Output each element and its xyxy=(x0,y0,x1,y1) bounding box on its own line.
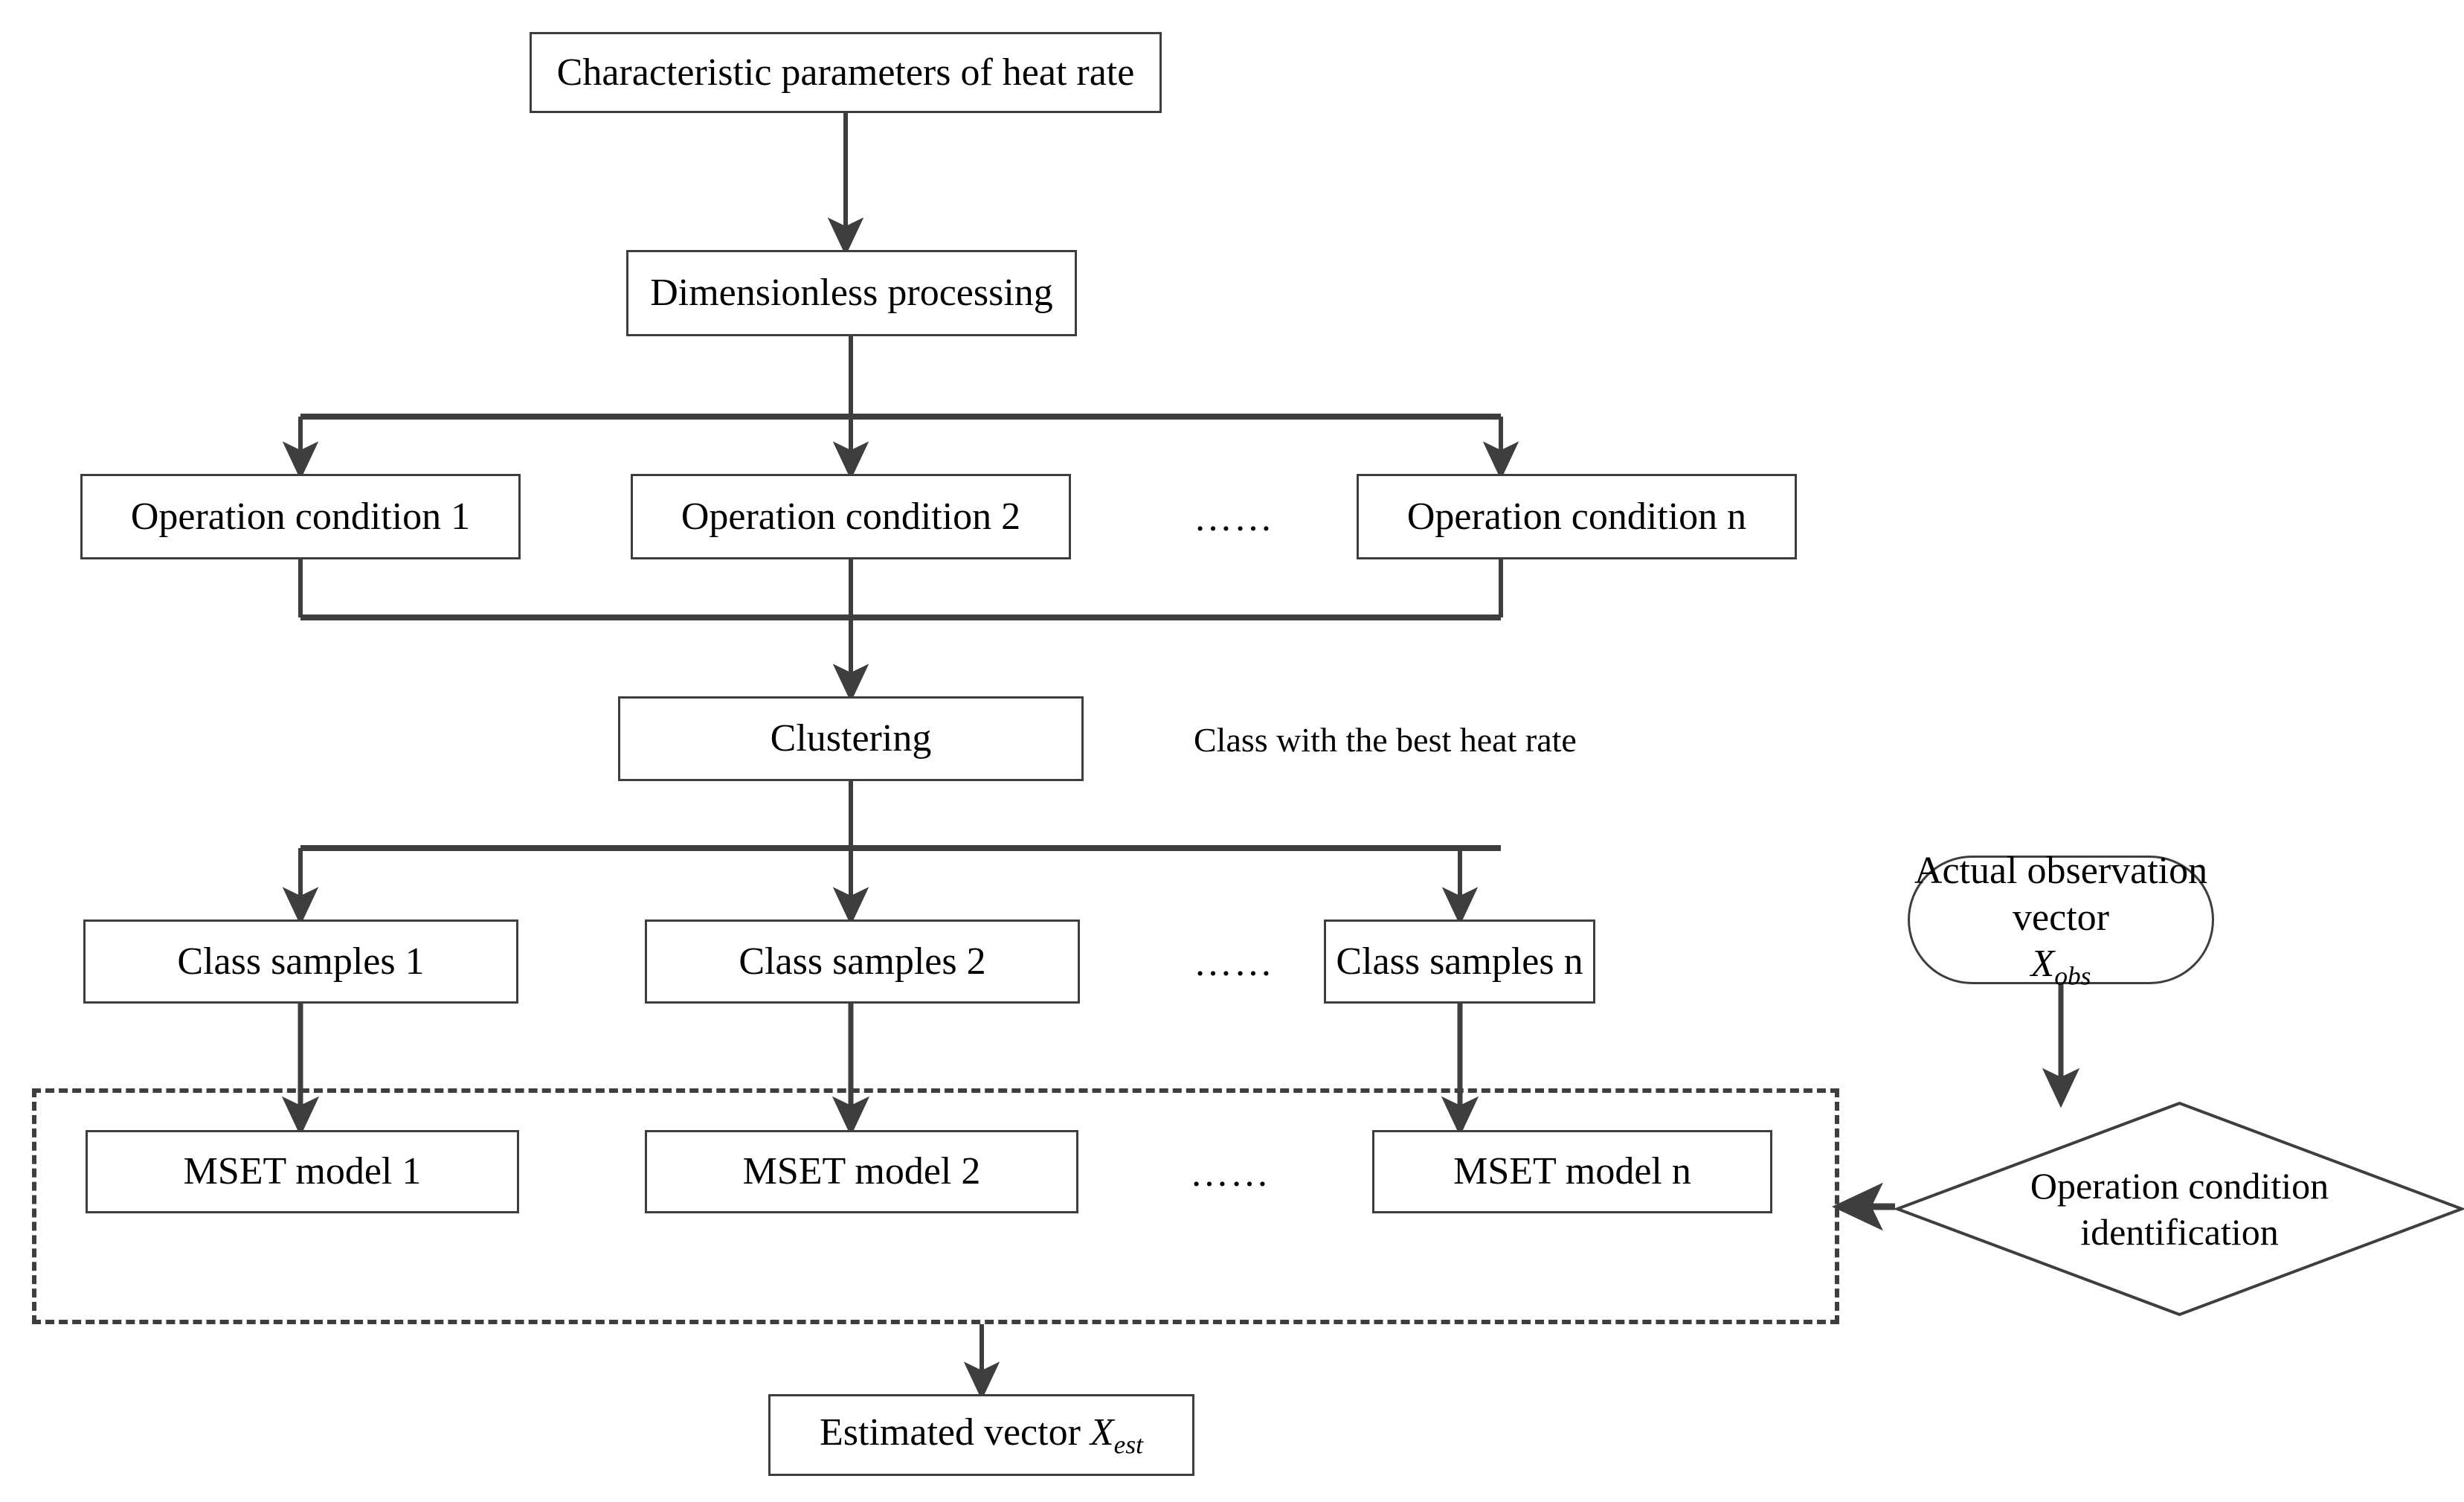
node-operation-condition-2[interactable]: Operation condition 2 xyxy=(631,474,1071,559)
node-actual-observation-vector[interactable]: Actual observation vector Xobs xyxy=(1908,850,2214,990)
observation-vector-symbol-row: Xobs xyxy=(2031,941,2091,992)
ellipsis-mset-models: …… xyxy=(1190,1152,1270,1195)
estimated-vector-symbol: X xyxy=(1090,1410,1114,1454)
node-label: Class samples n xyxy=(1336,940,1583,983)
node-characteristic-parameters[interactable]: Characteristic parameters of heat rate xyxy=(530,32,1162,113)
node-label: Clustering xyxy=(770,717,932,760)
observation-vector-subscript: obs xyxy=(2054,960,2091,991)
diamond-shape xyxy=(1895,1101,2464,1317)
identification-line-1: Operation condition xyxy=(2030,1164,2329,1207)
node-class-samples-n[interactable]: Class samples n xyxy=(1324,920,1595,1004)
node-label: Operation condition 2 xyxy=(681,495,1021,538)
node-label: Class samples 1 xyxy=(177,940,425,983)
node-operation-condition-1[interactable]: Operation condition 1 xyxy=(80,474,521,559)
node-label: Operation condition n xyxy=(1406,495,1747,538)
node-label: Estimated vector Xest xyxy=(820,1410,1143,1460)
estimated-vector-subscript: est xyxy=(1113,1429,1143,1460)
node-label: MSET model n xyxy=(1453,1150,1691,1193)
group-mset-model-bank xyxy=(32,1088,1839,1324)
annotation-best-heat-rate: Class with the best heat rate xyxy=(1194,721,1577,759)
node-mset-model-n[interactable]: MSET model n xyxy=(1372,1130,1772,1213)
node-class-samples-1[interactable]: Class samples 1 xyxy=(83,920,518,1004)
node-label: Operation condition 1 xyxy=(130,495,471,538)
node-operation-condition-n[interactable]: Operation condition n xyxy=(1357,474,1797,559)
ellipsis-operation-conditions: …… xyxy=(1194,497,1274,539)
node-class-samples-2[interactable]: Class samples 2 xyxy=(645,920,1080,1004)
diamond-label-wrap: Operation condition identification xyxy=(1986,1163,2373,1256)
node-operation-condition-identification[interactable]: Operation condition identification xyxy=(1895,1101,2464,1317)
node-label: Class samples 2 xyxy=(739,940,986,983)
node-label: Dimensionless processing xyxy=(650,272,1053,315)
node-label: MSET model 1 xyxy=(183,1150,422,1193)
ellipsis-class-samples: …… xyxy=(1194,942,1274,984)
node-label: Characteristic parameters of heat rate xyxy=(556,51,1135,94)
node-mset-model-1[interactable]: MSET model 1 xyxy=(86,1130,519,1213)
observation-vector-title: Actual observation vector xyxy=(1914,850,2208,939)
estimated-vector-prefix: Estimated vector xyxy=(820,1410,1090,1454)
node-mset-model-2[interactable]: MSET model 2 xyxy=(645,1130,1078,1213)
node-estimated-vector[interactable]: Estimated vector Xest xyxy=(768,1394,1194,1476)
observation-vector-symbol: X xyxy=(2030,942,2055,985)
identification-line-2: identification xyxy=(2080,1211,2279,1253)
node-clustering[interactable]: Clustering xyxy=(618,696,1084,781)
node-dimensionless-processing[interactable]: Dimensionless processing xyxy=(626,250,1077,336)
node-label: MSET model 2 xyxy=(742,1150,981,1193)
